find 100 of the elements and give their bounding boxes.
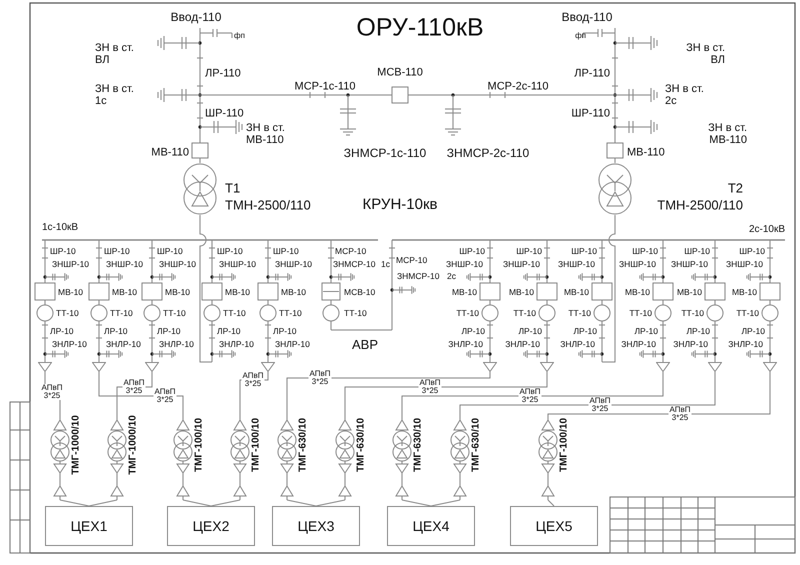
disconnector-label: ШР-10 bbox=[516, 246, 542, 256]
transformer-symbol bbox=[173, 420, 193, 500]
current-transformer-label: ТТ-10 bbox=[736, 308, 759, 318]
workshop-box: ЦЕХ1 bbox=[45, 506, 133, 546]
disconnector-label: ЛР-10 bbox=[573, 326, 597, 336]
breaker-label: МВ-10 bbox=[281, 286, 306, 298]
disconnector-label: ШР-110 bbox=[205, 107, 244, 121]
feeder-label: Ввод-110 bbox=[170, 10, 222, 24]
earth-switch-label: ЗНШР-10 bbox=[670, 258, 708, 270]
cable-label: АПвП 3*25 bbox=[588, 397, 612, 413]
arrester-label: фп bbox=[575, 31, 586, 41]
earth-switch-label: ЗНЛР-10 bbox=[448, 338, 483, 350]
disconnector-label: ШР-10 bbox=[104, 246, 130, 256]
earth-switch-label: ЗНШР-10 bbox=[618, 258, 656, 270]
transformer-rating: ТМГ-630/10 bbox=[412, 418, 424, 472]
transformer-symbol bbox=[598, 163, 632, 215]
cable-termination bbox=[540, 362, 554, 372]
transformer-rating: ТМГ-630/10 bbox=[470, 418, 482, 472]
breaker-label: МВ-10 bbox=[624, 286, 650, 298]
breaker-label: МВ-10 bbox=[508, 286, 534, 298]
current-transformer-label: ТТ-10 bbox=[110, 308, 133, 318]
transformer-rating: Т2 bbox=[728, 180, 743, 196]
cable-line bbox=[116, 372, 152, 420]
cable-line bbox=[548, 372, 770, 420]
breaker-label: МВ-110 bbox=[627, 146, 665, 160]
breaker-label: МВ-10 bbox=[112, 286, 138, 298]
disconnector-label: ЛР-10 bbox=[217, 326, 241, 336]
breaker-label: МВ-110 bbox=[151, 146, 189, 160]
disconnector-label: ШР-10 bbox=[632, 246, 658, 256]
breaker-label: МВ-10 bbox=[732, 286, 757, 298]
transformer-symbol bbox=[450, 420, 470, 500]
earth-switch-label: ЗНЛР-10 bbox=[728, 338, 763, 350]
disconnector-label: МСР-10 bbox=[335, 246, 366, 256]
disconnector-label: ЛР-10 bbox=[518, 326, 542, 336]
disconnector-label: ШР-10 bbox=[157, 246, 183, 256]
disconnector-label: ЛР-10 bbox=[104, 326, 128, 336]
disconnector-label: ЛР-110 bbox=[574, 67, 610, 81]
transformer-symbol bbox=[538, 420, 558, 500]
breaker-label: МВ-10 bbox=[676, 286, 702, 298]
busbar-label: 2с-10кВ bbox=[748, 224, 785, 236]
workshop-box: ЦЕХ3 bbox=[272, 506, 360, 546]
transformer-rating: ТМГ-630/10 bbox=[356, 418, 366, 472]
current-transformer-label: ТТ-10 bbox=[513, 308, 536, 318]
cable-label: АПвП 3*25 bbox=[668, 406, 692, 422]
workshop-box: ЦЕХ5 bbox=[510, 506, 598, 546]
earth-switch-label: ЗНЛР-10 bbox=[159, 338, 194, 350]
transfer-switch-label: АВР bbox=[352, 337, 378, 353]
cable-termination bbox=[92, 362, 106, 372]
cable-termination bbox=[708, 362, 722, 372]
earth-switch-label: ЗНЛР-10 bbox=[52, 338, 87, 350]
cable-line bbox=[402, 372, 664, 420]
transformer-symbol bbox=[277, 420, 297, 500]
earth-switch-label: ЗН в ст. МВ-110 bbox=[707, 122, 747, 146]
section-label: 2с bbox=[447, 270, 456, 282]
workshop-box: ЦЕХ2 bbox=[167, 506, 255, 546]
workshop-box: ЦЕХ4 bbox=[387, 506, 475, 546]
earth-switch-label: ЗНМСР-10 bbox=[333, 258, 376, 270]
transformer-rating: ТМГ-100/10 bbox=[250, 418, 262, 472]
cable-label: АПвП 3*25 bbox=[418, 379, 442, 395]
cable-line bbox=[460, 372, 716, 420]
cable-line bbox=[98, 372, 184, 420]
transformer-symbol bbox=[335, 420, 355, 500]
cable-line bbox=[286, 372, 490, 420]
breaker-label: МВ-10 bbox=[225, 286, 250, 298]
earth-switch-label: ЗНЛР-10 bbox=[505, 338, 540, 350]
earth-switch-label: ЗНМСР-10 bbox=[397, 270, 440, 282]
disconnector-label: ЛР-10 bbox=[634, 326, 658, 336]
disconnector-label: ЛР-10 bbox=[273, 326, 297, 336]
cable-label: АПвП 3*25 bbox=[154, 388, 176, 404]
cable-label: АПвП 3*25 bbox=[40, 384, 64, 400]
cable-label: АПвП 3*25 bbox=[242, 372, 264, 388]
current-transformer-label: ТТ-10 bbox=[568, 308, 591, 318]
transformer-rating: ТМН-2500/110 bbox=[225, 198, 311, 212]
current-transformer-label: ТТ-10 bbox=[56, 308, 79, 318]
current-transformer-label: ТТ-10 bbox=[223, 308, 246, 318]
cable-termination bbox=[483, 362, 497, 372]
disconnector-label: МСР-2с-110 bbox=[488, 80, 548, 94]
cable-line bbox=[44, 372, 60, 420]
transformer-rating: ТМГ-100/10 bbox=[194, 418, 204, 472]
earth-switch-label: ЗНЛР-10 bbox=[560, 338, 595, 350]
transformer-rating: ТМГ-100/10 bbox=[558, 418, 570, 472]
connection-line bbox=[182, 500, 212, 506]
connection-line bbox=[430, 500, 460, 506]
earth-switch-label: ЗН в ст. ВЛ bbox=[685, 42, 725, 66]
disconnector-label: ШР-10 bbox=[571, 246, 597, 256]
disconnector-label: ЛР-110 bbox=[205, 67, 241, 81]
earth-switch-label: ЗНЛР-10 bbox=[219, 338, 254, 350]
section-label: 1с bbox=[381, 258, 390, 270]
transformer-rating: ТМГ-1000/10 bbox=[128, 415, 138, 475]
connection-line bbox=[210, 500, 240, 506]
diagram-title: ОРУ-110кВ bbox=[356, 14, 484, 42]
disconnector-label: ЛР-10 bbox=[741, 326, 765, 336]
connection-line bbox=[60, 500, 90, 506]
disconnector-label: ШР-10 bbox=[739, 246, 765, 256]
transformer-symbol bbox=[183, 163, 217, 215]
earth-switch-label: ЗНШР-10 bbox=[446, 258, 483, 270]
feeder-label: Ввод-110 bbox=[562, 10, 612, 24]
disconnector-label: ЛР-10 bbox=[461, 326, 485, 336]
disconnector-label: ШР-10 bbox=[50, 246, 76, 256]
connection-line bbox=[402, 500, 432, 506]
